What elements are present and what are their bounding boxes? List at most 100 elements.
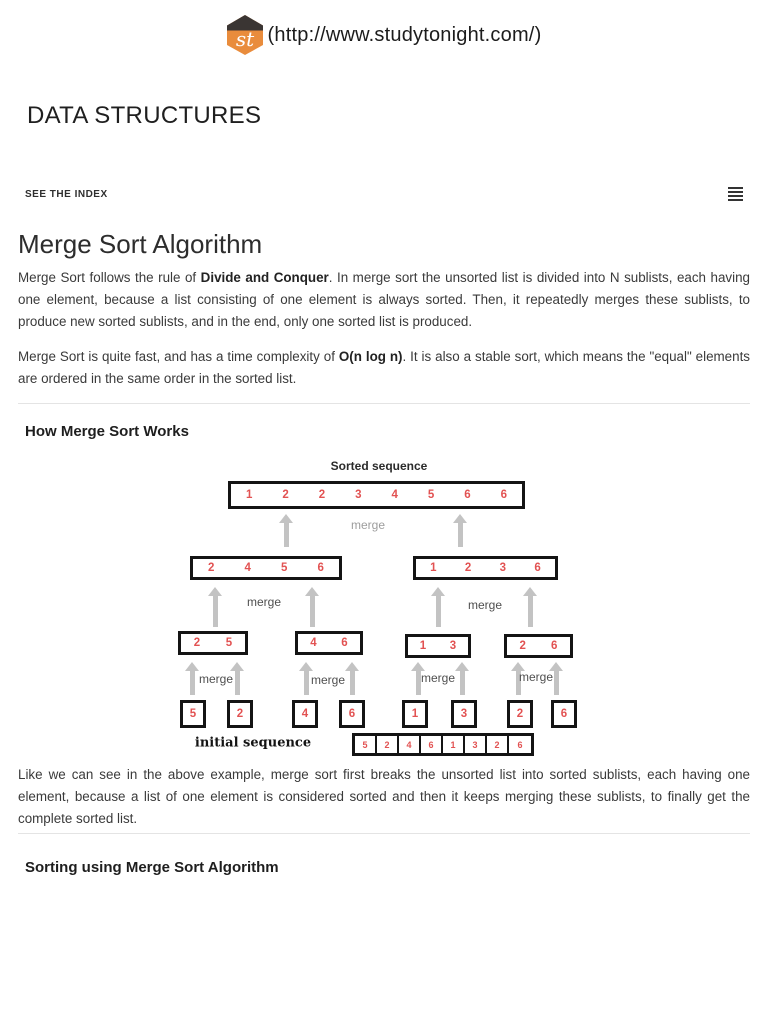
diagram-value: 6 <box>341 637 348 649</box>
merge-arrow-icon <box>278 514 294 547</box>
paragraph-complexity: Merge Sort is quite fast, and has a time… <box>18 346 750 390</box>
merge-arrow-icon <box>452 514 468 547</box>
studytonight-logo-icon: st <box>226 15 263 55</box>
diagram-box: 4 <box>292 700 318 728</box>
divider <box>18 833 750 834</box>
strip-cell: 6 <box>517 739 523 750</box>
diagram-box: 6 <box>551 700 577 728</box>
merge-arrow-icon <box>510 662 526 695</box>
diagram-value: 6 <box>560 708 568 720</box>
diagram-box: 5 <box>180 700 206 728</box>
menu-bar <box>728 191 743 194</box>
menu-bar <box>728 194 743 197</box>
paragraph-intro: Merge Sort follows the rule of Divide an… <box>18 267 750 333</box>
diagram-value: 5 <box>427 489 435 501</box>
paragraph-summary: Like we can see in the above example, me… <box>18 767 750 826</box>
merge-arrow-icon <box>344 662 360 695</box>
diagram-value: 1 <box>245 489 253 501</box>
diagram-value: 4 <box>301 708 309 720</box>
diagram-value: 2 <box>519 640 526 652</box>
diagram-value: 4 <box>391 489 398 501</box>
diagram-value: 2 <box>193 637 201 649</box>
diagram-value: 3 <box>355 489 362 501</box>
diagram-box: 1 2 3 6 <box>413 556 558 580</box>
menu-bar <box>728 187 743 190</box>
section-heading-sorting: Sorting using Merge Sort Algorithm <box>25 859 279 876</box>
section-heading-how-it-works: How Merge Sort Works <box>25 423 189 440</box>
diagram-value: 1 <box>411 708 419 720</box>
diagram-value: 4 <box>244 562 251 574</box>
diagram-box: 2 <box>227 700 253 728</box>
p1-bold-term: Divide and Conquer <box>200 270 329 285</box>
diagram-value: 2 <box>282 489 289 501</box>
merge-arrow-icon <box>298 662 314 695</box>
diagram-value: 2 <box>464 562 472 574</box>
merge-arrow-icon <box>304 587 320 627</box>
article-title: Merge Sort Algorithm <box>18 229 263 259</box>
diagram-value: 6 <box>464 489 471 501</box>
diagram-box: 1 <box>402 700 428 728</box>
p2-text: Merge Sort is quite fast, and has a time… <box>18 349 339 364</box>
p1-text: . In merge sort the unsorted list is div… <box>18 270 750 329</box>
site-logo-link[interactable]: st (http://www.studytonight.com/) <box>226 15 542 55</box>
diagram-box: 6 <box>339 700 365 728</box>
diagram-value: 5 <box>225 637 233 649</box>
diagram-value: 5 <box>189 708 197 720</box>
merge-arrow-icon <box>548 662 564 695</box>
diagram-value: 5 <box>281 562 288 574</box>
diagram-initial-sequence-label: initial sequence <box>194 735 312 751</box>
diagram-value: 2 <box>208 562 215 574</box>
diagram-value: 3 <box>499 562 507 574</box>
merge-arrow-icon <box>184 662 200 695</box>
strip-cell: 6 <box>421 736 443 753</box>
diagram-value: 2 <box>318 489 326 501</box>
menu-icon[interactable] <box>728 185 743 203</box>
merge-label: merge <box>350 518 386 532</box>
diagram-value: 6 <box>348 708 356 720</box>
merge-label: merge <box>310 673 346 687</box>
merge-label: merge <box>246 595 282 609</box>
strip-cell: 3 <box>465 736 487 753</box>
diagram-value: 1 <box>430 562 437 574</box>
merge-diagram: Sorted sequence initial sequence 1 2 2 3 4 5 6… <box>0 457 768 757</box>
diagram-value: 6 <box>551 640 558 652</box>
diagram-box: 2 <box>507 700 533 728</box>
diagram-value: 6 <box>534 562 541 574</box>
diagram-sorted-sequence-label: Sorted sequence <box>330 459 428 473</box>
merge-arrow-icon <box>430 587 446 627</box>
strip-cell: 1 <box>443 736 465 753</box>
merge-label: merge <box>198 672 234 686</box>
page-title: DATA STRUCTURES <box>27 102 262 129</box>
diagram-value: 2 <box>236 708 244 720</box>
diagram-value: 4 <box>310 637 317 649</box>
diagram-box: 2 4 5 6 <box>190 556 342 580</box>
merge-label: merge <box>518 670 554 684</box>
p2-text: . It is also a stable sort, which means … <box>18 349 750 386</box>
diagram-value: 6 <box>500 489 508 501</box>
merge-arrow-icon <box>229 662 245 695</box>
see-the-index-link[interactable]: SEE THE INDEX <box>25 188 108 200</box>
merge-arrow-icon <box>454 662 470 695</box>
diagram-value: 3 <box>449 640 457 652</box>
strip-cell: 5 <box>355 736 377 753</box>
merge-arrow-icon <box>522 587 538 627</box>
diagram-value: 3 <box>460 708 468 720</box>
merge-label: merge <box>420 671 456 685</box>
diagram-value: 6 <box>317 562 324 574</box>
p1-text: Merge Sort follows the rule of <box>18 270 201 285</box>
divider <box>18 403 750 404</box>
diagram-box: 1 2 2 3 4 5 6 6 <box>228 481 525 509</box>
diagram-box: 3 <box>451 700 477 728</box>
merge-label: merge <box>467 598 503 612</box>
merge-arrow-icon <box>410 662 426 695</box>
diagram-value: 2 <box>516 708 524 720</box>
diagram-value: 1 <box>419 640 427 652</box>
strip-cell: 4 <box>399 736 421 753</box>
site-header: st (http://www.studytonight.com/) <box>0 0 768 57</box>
site-url-text: (http://www.studytonight.com/) <box>267 23 542 46</box>
merge-arrow-icon <box>207 587 223 627</box>
